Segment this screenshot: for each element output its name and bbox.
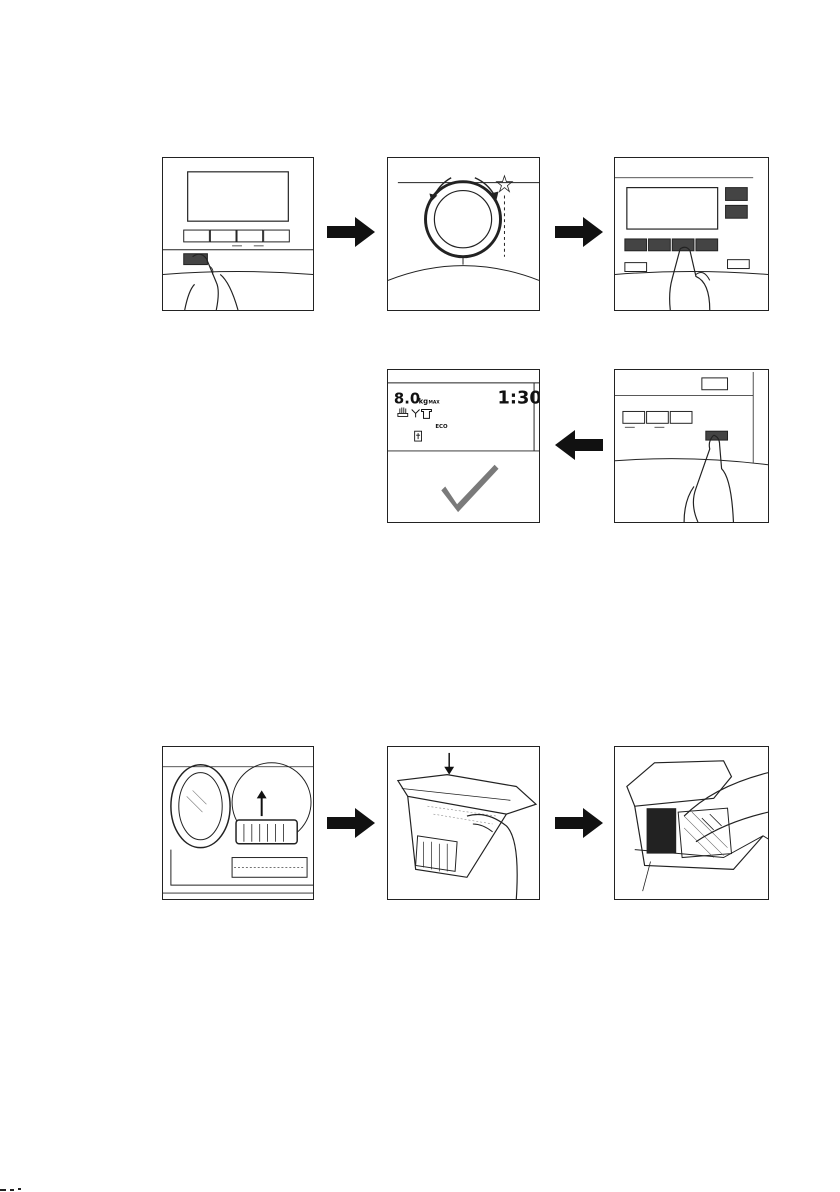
clean-filter-illustration	[615, 747, 768, 899]
lcd-display-illustration: 8.0 kg MAX 1:30 ECO	[388, 370, 539, 522]
right-arrow-icon	[555, 808, 603, 838]
weight-unit: kg	[419, 398, 429, 406]
right-arrow-icon	[327, 217, 375, 247]
step-confirm-display-panel: 8.0 kg MAX 1:30 ECO	[387, 369, 540, 523]
eco-label: ECO	[435, 424, 448, 430]
step-clean-filter-panel	[614, 746, 769, 900]
dryer-door-icon	[415, 431, 422, 441]
start-button-illustration	[615, 370, 768, 522]
check-mark-icon	[441, 465, 498, 512]
step-press-button-panel	[162, 157, 314, 311]
hand-wash-icon	[398, 408, 408, 417]
shirt-icon	[422, 409, 432, 418]
open-lid-illustration	[388, 747, 539, 899]
left-arrow-icon	[555, 430, 603, 460]
hanger-icon	[412, 409, 420, 417]
page-footer-mark	[0, 1186, 40, 1192]
right-arrow-icon	[555, 217, 603, 247]
option-buttons-illustration	[615, 158, 768, 310]
right-arrow-icon	[327, 808, 375, 838]
step-pull-container-panel	[162, 746, 314, 900]
weight-readout: 8.0	[394, 391, 420, 408]
step-open-lid-panel	[387, 746, 540, 900]
control-panel-illustration	[163, 158, 313, 310]
step-select-option-panel	[614, 157, 769, 311]
step-press-start-panel	[614, 369, 769, 523]
water-container-illustration	[163, 747, 313, 899]
weight-max-label: MAX	[428, 400, 440, 406]
program-dial-illustration	[388, 158, 539, 310]
time-readout: 1:30	[498, 389, 539, 409]
step-turn-dial-panel	[387, 157, 540, 311]
